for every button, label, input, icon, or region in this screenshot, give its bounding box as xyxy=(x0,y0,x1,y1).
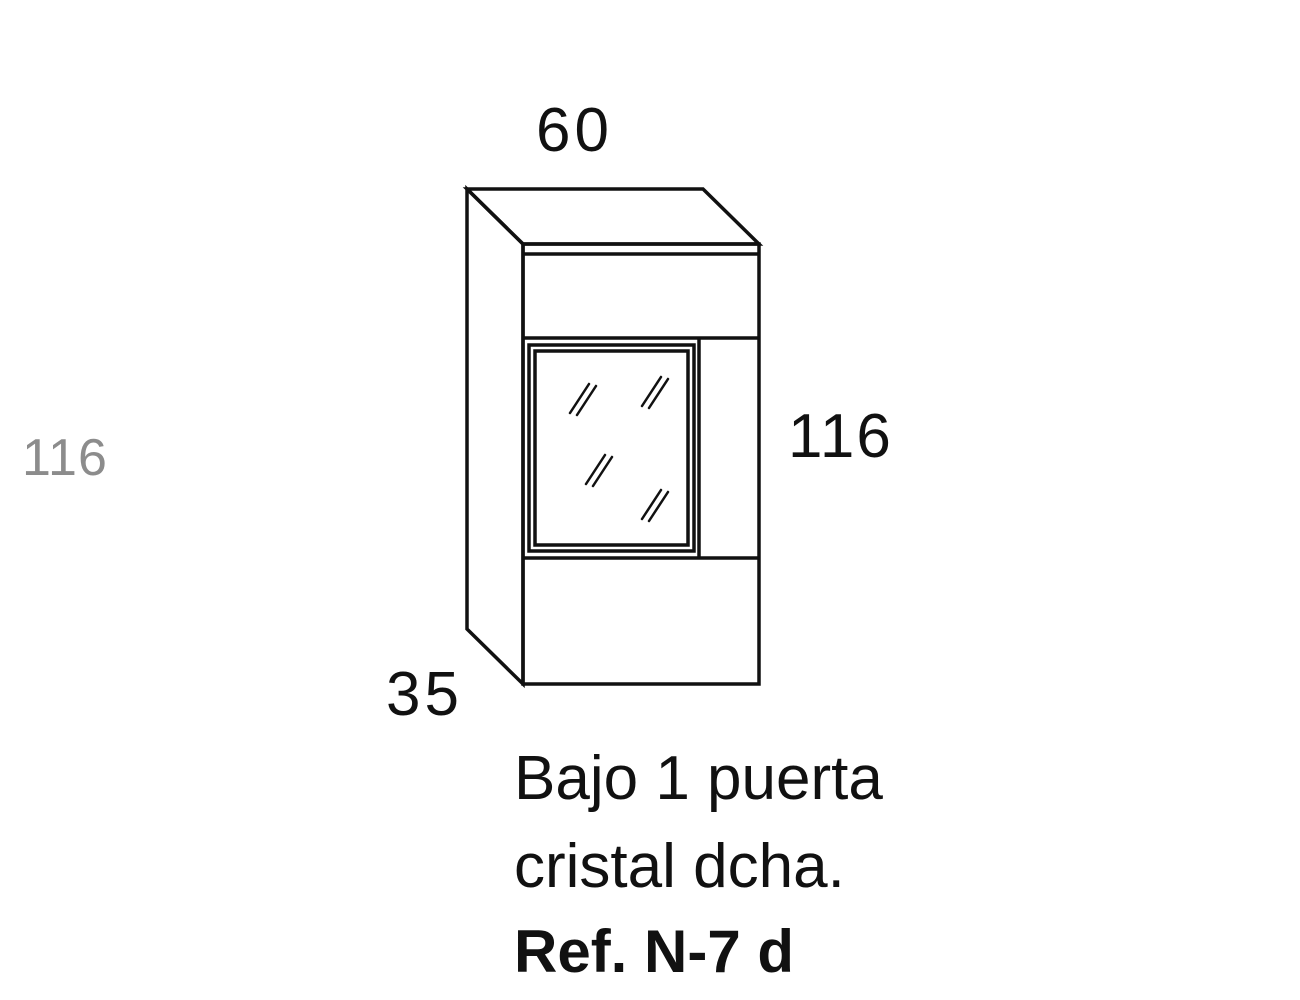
side-height-note: 116 xyxy=(22,429,108,487)
product-description-line1: Bajo 1 puerta xyxy=(514,744,883,813)
glass-pane xyxy=(533,349,690,547)
depth-dimension: 35 xyxy=(386,660,463,729)
cabinet-side-face xyxy=(465,184,525,689)
cabinet-top-face xyxy=(462,187,764,246)
width-dimension: 60 xyxy=(536,96,613,165)
product-description-line2: cristal dcha. xyxy=(514,832,845,901)
height-dimension: 116 xyxy=(788,402,893,471)
cabinet-front-face xyxy=(521,242,761,686)
glass-reflection-marks xyxy=(568,375,670,523)
glass-door-frame xyxy=(527,343,696,553)
product-reference: Ref. N-7 d xyxy=(514,918,795,985)
